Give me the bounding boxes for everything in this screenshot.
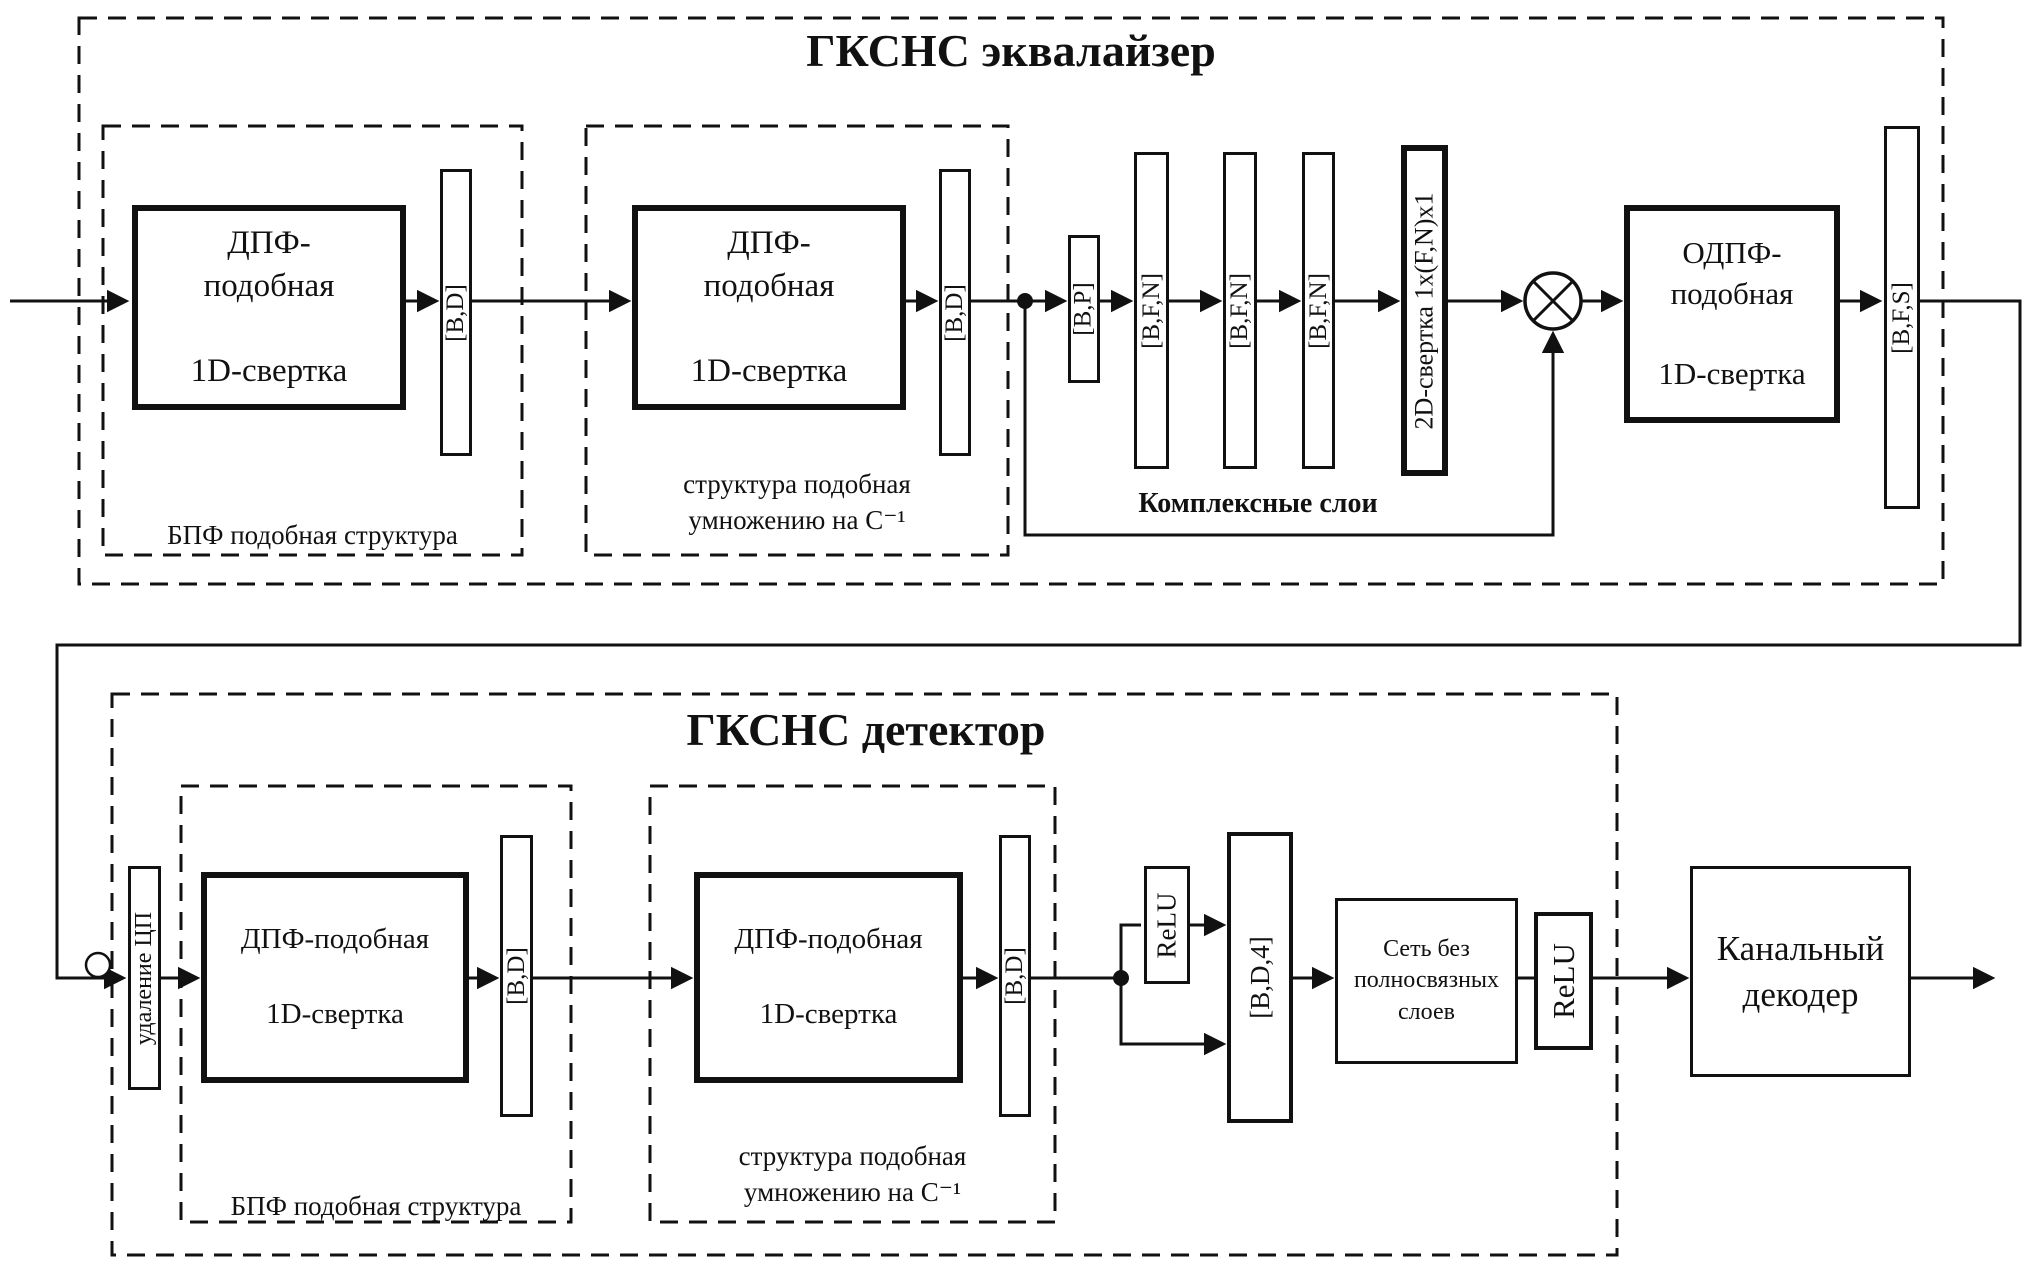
detector-dft-conv-2: ДПФ-подобная 1D-свертка	[694, 872, 963, 1083]
equalizer-odft-conv: ОДПФ- подобная 1D-свертка	[1624, 205, 1840, 423]
equalizer-junction-dot	[1017, 293, 1033, 309]
equalizer-dim-bfn-3-text: [B,F,N]	[1304, 272, 1332, 349]
detector-cp-removal: удаление ЦП	[128, 866, 161, 1090]
detector-dim-bd-2-text: [B,D]	[1001, 947, 1029, 1005]
detector-relu-post: ReLU	[1534, 912, 1593, 1050]
detector-branch-to-relu	[1119, 923, 1141, 978]
channel-decoder-box: Канальный декодер	[1690, 866, 1911, 1077]
detector-junction-dot	[1113, 970, 1129, 986]
equalizer-dim-bfn-2-text: [B,F,N]	[1226, 272, 1253, 349]
equalizer-dim-bd-2-text: [B,D]	[941, 283, 969, 342]
multiplier-icon	[1523, 271, 1583, 331]
equalizer-dim-bp: [B,P]	[1068, 235, 1100, 383]
equalizer-dim-bfn-3: [B,F,N]	[1302, 152, 1335, 469]
equalizer-dim-bp-text: [B,P]	[1070, 282, 1098, 336]
detector-relu-post-text: ReLU	[1545, 943, 1581, 1019]
detector-fft-group-caption: БПФ подобная структура	[230, 1191, 522, 1221]
detector-dft-conv-1: ДПФ-подобная 1D-свертка	[201, 872, 469, 1083]
equalizer-dim-bd-1: [B,D]	[440, 169, 472, 456]
equalizer-dft-conv-2: ДПФ- подобная 1D-свертка	[632, 205, 906, 410]
detector-dim-bd4-text: [B,D,4]	[1244, 936, 1275, 1019]
equalizer-dim-bfs: [B,F,S]	[1884, 126, 1920, 509]
detector-dim-bd4: [B,D,4]	[1227, 832, 1293, 1123]
detector-dim-bd-2: [B,D]	[999, 835, 1031, 1117]
equalizer-dim-bfn-2: [B,F,N]	[1223, 152, 1257, 469]
equalizer-dim-bfs-text: [B,F,S]	[1888, 281, 1916, 354]
equalizer-dim-bfn-1-text: [B,F,N]	[1137, 272, 1165, 349]
equalizer-conv2d-text: 2D-свертка 1x(F,N)x1	[1409, 192, 1439, 429]
detector-dense-free-net: Сеть без полносвязных слоев	[1335, 898, 1518, 1064]
detector-cinv-group-caption: структура подобная умножению на С⁻¹	[738, 1141, 967, 1208]
equalizer-dim-bd-1-text: [B,D]	[442, 283, 470, 342]
equalizer-dim-bd-2: [B,D]	[939, 169, 971, 456]
detector-branch-direct	[1119, 978, 1227, 1056]
equalizer-cinv-group-caption: структура подобная умножению на С⁻¹	[683, 469, 911, 536]
detector-cp-removal-text: удаление ЦП	[131, 911, 158, 1045]
equalizer-conv2d: 2D-свертка 1x(F,N)x1	[1401, 145, 1448, 476]
equalizer-dft-conv-1: ДПФ- подобная 1D-свертка	[132, 205, 406, 410]
detector-title: ГКСНС детектор	[686, 704, 1046, 755]
equalizer-title: ГКСНС эквалайзер	[806, 25, 1216, 76]
wire-loop-icon	[84, 951, 112, 979]
complex-layers-caption: Комплексные слои	[1138, 488, 1378, 519]
detector-dim-bd-1: [B,D]	[500, 835, 533, 1117]
equalizer-dim-bfn-1: [B,F,N]	[1134, 152, 1169, 469]
equalizer-fft-group-caption: БПФ подобная структура	[167, 520, 458, 550]
detector-relu-pre: ReLU	[1144, 866, 1190, 984]
detector-dim-bd-1-text: [B,D]	[502, 947, 530, 1005]
detector-relu-pre-text: ReLU	[1151, 892, 1182, 958]
